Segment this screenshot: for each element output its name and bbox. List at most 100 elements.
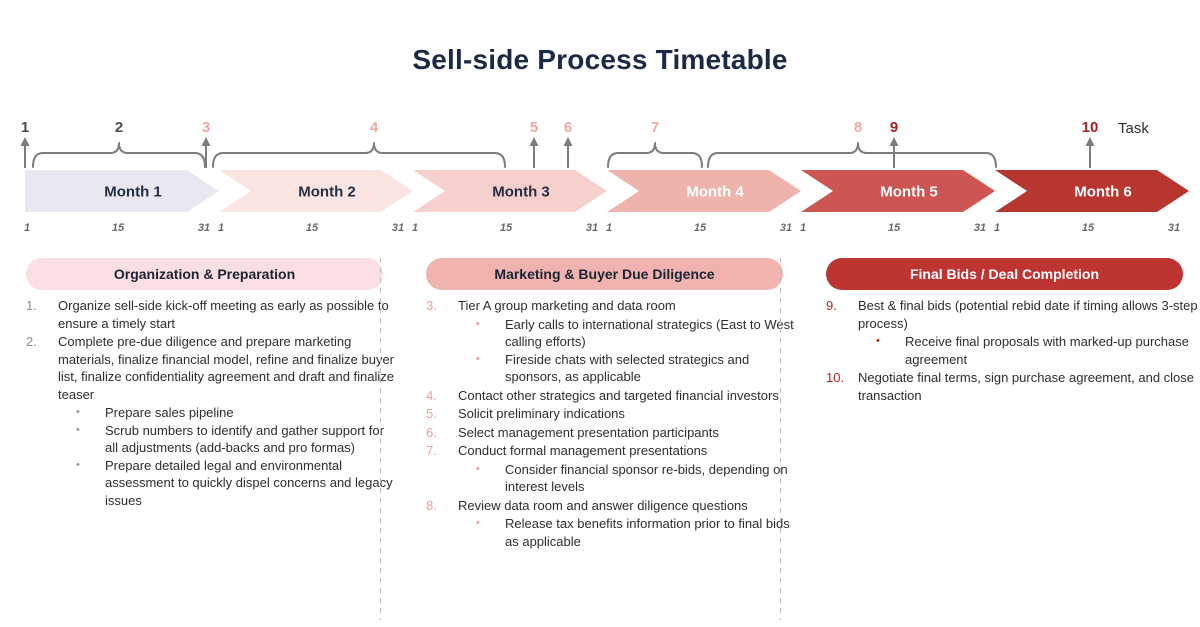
month-label: Month 3 — [492, 184, 550, 201]
day-tick-label: 1 — [606, 222, 612, 234]
task-number: 1 — [21, 119, 29, 136]
bullet-icon: • — [876, 335, 880, 347]
task-item-text: Negotiate final terms, sign purchase agr… — [858, 370, 1195, 403]
task-item-number: 5. — [426, 406, 437, 421]
day-tick-label: 15 — [1082, 222, 1095, 234]
task-list-item: 4. Contact other strategics and targeted … — [426, 387, 798, 405]
task-item-text: Organize sell-side kick-off meeting as e… — [58, 298, 389, 331]
phase-header-pill: Organization & Preparation — [26, 258, 383, 290]
task-number: 6 — [564, 119, 572, 136]
bullet-icon: • — [476, 317, 480, 330]
task-number: 9 — [890, 119, 898, 136]
task-range-brace — [32, 142, 206, 168]
sub-bullet-item: •Receive final proposals with marked-up … — [876, 333, 1198, 368]
task-item-text: Solicit preliminary indications — [458, 406, 625, 421]
bullet-icon: • — [476, 352, 480, 365]
sub-bullet-item: •Prepare detailed legal and environmenta… — [76, 457, 398, 510]
month-label: Month 5 — [880, 184, 938, 201]
bullet-icon: • — [476, 462, 480, 475]
sub-bullet-item: • Fireside chats with selected strategics… — [476, 351, 798, 386]
arrowhead-up-icon — [1085, 137, 1095, 146]
task-number: 8 — [854, 119, 862, 136]
task-item-text: Complete pre-due diligence and prepare m… — [58, 334, 395, 402]
task-range-brace — [212, 142, 506, 168]
column-marketing-buyer-due-diligence: Marketing & Buyer Due Diligence 3. Tier A … — [426, 258, 798, 550]
task-list-item: 3. Tier A group marketing and data room — [426, 297, 798, 315]
task-number: 4 — [370, 119, 379, 136]
arrowhead-up-icon — [889, 137, 899, 146]
dashed-divider — [380, 258, 381, 620]
task-item-text: Review data room and answer diligence qu… — [458, 497, 748, 513]
sub-bullet-item: • Consider financial sponsor re-bids, dep… — [476, 461, 798, 496]
page-title: Sell-side Process Timetable — [412, 44, 788, 75]
task-item-text: Best & final bids (potential rebid date … — [858, 298, 1198, 331]
month-label: Month 1 — [104, 184, 162, 201]
task-list-item: 2.Complete pre-due diligence and prepare… — [26, 333, 398, 403]
day-tick-label: 1 — [412, 222, 418, 234]
sub-bullet-text: Consider financial sponsor re-bids, depe… — [505, 461, 788, 495]
task-markers: 1 2 3 4 5 6 7 8 9 10 — [20, 119, 1099, 168]
task-number: 2 — [115, 119, 123, 136]
arrowhead-up-icon — [201, 137, 211, 146]
arrowhead-up-icon — [529, 137, 539, 146]
task-list-item: 7. Conduct formal management presentation… — [426, 442, 798, 460]
task-list-item: 1. Organize sell-side kick-off meeting as… — [26, 297, 398, 332]
month-chevron — [986, 167, 1194, 215]
month-label: Month 6 — [1074, 184, 1132, 201]
task-number: 3 — [202, 119, 210, 136]
task-list-item: 9. Best & final bids (potential rebid dat… — [826, 297, 1198, 332]
task-axis-label: Task — [1118, 120, 1149, 137]
phase-header-pill: Final Bids / Deal Completion — [826, 258, 1183, 290]
task-number: 7 — [651, 119, 659, 136]
task-item-number: 10. — [826, 370, 845, 385]
phase-header-pill: Marketing & Buyer Due Diligence — [426, 258, 783, 290]
task-range-brace — [707, 142, 997, 168]
month-chevron — [404, 167, 612, 215]
task-item-text: Conduct formal management presentations — [458, 443, 708, 458]
sub-bullet-text: Fireside chats with selected strategics … — [505, 351, 750, 385]
arrowhead-up-icon — [563, 137, 573, 146]
task-item-number: 1. — [26, 298, 37, 313]
day-tick-label: 31 — [780, 222, 792, 234]
day-tick-label: 15 — [694, 222, 707, 234]
month-chevron — [792, 167, 1000, 215]
month-chevron — [210, 167, 418, 215]
bullet-icon: • — [76, 458, 80, 471]
day-tick-label: 15 — [306, 222, 319, 234]
sub-bullet-item: •Scrub numbers to identify and gather su… — [76, 422, 398, 457]
sub-bullet-item: •Release tax benefits information prior … — [476, 515, 798, 550]
sub-bullet-item: • Early calls to international strategics… — [476, 316, 798, 351]
column-organization-preparation: Organization & Preparation 1. Organize sel… — [26, 258, 398, 509]
month-chevron — [598, 167, 806, 215]
task-item-text: Select management presentation participa… — [458, 424, 719, 440]
task-item-number: 4. — [426, 387, 437, 403]
task-list-item: 8. Review data room and answer diligence … — [426, 497, 798, 515]
task-number: 5 — [530, 119, 538, 136]
task-item-number: 3. — [426, 298, 437, 313]
task-item-number: 7. — [426, 443, 437, 458]
day-tick-label: 31 — [198, 222, 210, 234]
day-tick-label: 31 — [392, 222, 404, 234]
sub-bullet-text: Release tax benefits information prior t… — [505, 516, 790, 549]
day-tick-label: 15 — [888, 222, 901, 234]
sub-bullet-text: Early calls to international strategics … — [505, 316, 794, 350]
sub-bullet-text: Prepare sales pipeline — [105, 405, 234, 420]
sub-bullet-item: •Prepare sales pipeline — [76, 404, 398, 422]
day-tick-label: 1 — [24, 222, 30, 234]
task-item-text: Tier A group marketing and data room — [458, 298, 676, 313]
task-list-item: 10. Negotiate final terms, sign purchase … — [826, 369, 1198, 404]
task-item-number: 8. — [426, 497, 437, 513]
day-tick-label: 1 — [994, 222, 1000, 234]
task-list-item: 5. Solicit preliminary indications — [426, 405, 798, 423]
day-tick-label: 15 — [112, 222, 125, 234]
month-chevron — [22, 167, 224, 215]
column-final-bids-deal-completion: Final Bids / Deal Completion 9. Best & fin… — [826, 258, 1198, 405]
day-tick-label: 15 — [500, 222, 513, 234]
task-item-text: Contact other strategics and targeted fi… — [458, 387, 779, 403]
bullet-icon: • — [76, 423, 80, 436]
task-item-number: 9. — [826, 298, 837, 313]
task-number: 10 — [1082, 119, 1099, 136]
day-tick-label: 31 — [974, 222, 986, 234]
dashed-divider — [780, 258, 781, 620]
